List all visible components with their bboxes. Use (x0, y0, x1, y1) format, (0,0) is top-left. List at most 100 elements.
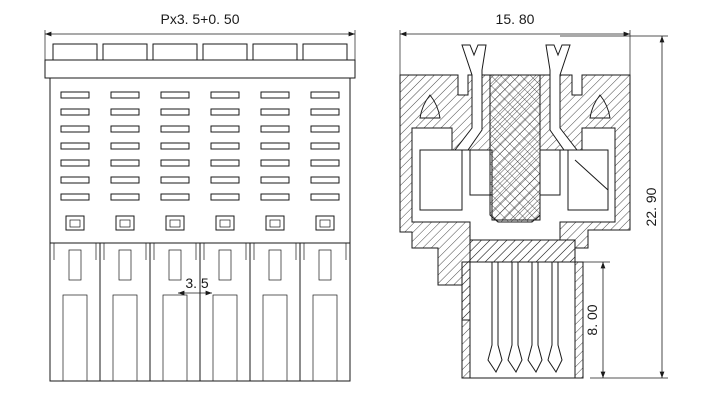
pin-slot-upper (318, 249, 332, 281)
release-window (115, 215, 135, 231)
release-window-inner (69, 219, 81, 228)
pin-slot-lower (112, 294, 138, 382)
vent-slot (160, 176, 190, 184)
width-label: 15. 80 (496, 11, 535, 27)
pin-length-label: 8. 00 (584, 304, 600, 335)
vent-slot (110, 108, 140, 116)
vent-slot (310, 193, 340, 201)
release-window (65, 215, 85, 231)
pin-block-wall-right (574, 261, 584, 379)
left-screw-head (419, 94, 441, 119)
vent-slot (160, 142, 190, 150)
vent-slot (310, 159, 340, 167)
release-window-inner (219, 219, 231, 228)
vent-slot (210, 142, 240, 150)
latch-tab (202, 43, 248, 61)
height-dimension: 22. 90 (560, 35, 668, 379)
vent-slot (110, 125, 140, 133)
vent-slot (310, 125, 340, 133)
pin-length-dimension: 8. 00 (580, 261, 610, 378)
vent-slot (60, 91, 90, 99)
release-window-inner (269, 219, 281, 228)
contact-pin (527, 262, 543, 373)
vent-slot (260, 142, 290, 150)
vent-slot (160, 159, 190, 167)
vent-slot (210, 108, 240, 116)
right-screw-head (589, 94, 611, 119)
vent-slot (260, 91, 290, 99)
vent-slot (260, 159, 290, 167)
vent-slot (60, 193, 90, 201)
pin-slot-upper (118, 249, 132, 281)
vent-slot (60, 159, 90, 167)
vent-slot (210, 91, 240, 99)
latch-tab (102, 43, 148, 61)
pitch-label: 3. 5 (185, 275, 209, 291)
vent-slot (260, 125, 290, 133)
release-windows (65, 215, 335, 231)
vent-slot (260, 176, 290, 184)
vent-slot (60, 142, 90, 150)
latch-tab (152, 43, 198, 61)
pitch-total-dimension: Px3. 5+0. 50 (44, 11, 356, 75)
pin-block-wall-left (461, 261, 471, 379)
height-label: 22. 90 (643, 187, 659, 226)
pitch-dimension: 3. 5 (178, 275, 212, 296)
release-window (215, 215, 235, 231)
left-pocket (419, 149, 463, 211)
pin-slot-upper (68, 249, 82, 281)
right-contact (540, 150, 561, 196)
vent-slot (210, 193, 240, 201)
vent-slot (310, 91, 340, 99)
vent-slot (160, 91, 190, 99)
vent-slot (110, 159, 140, 167)
pin-slot-upper (218, 249, 232, 281)
top-latch-tabs (52, 43, 348, 61)
latch-tab (302, 43, 348, 61)
top-rail (44, 59, 356, 79)
vent-slot (310, 176, 340, 184)
release-window (265, 215, 285, 231)
vent-slot (210, 176, 240, 184)
pin-slot-upper (168, 249, 182, 281)
width-dimension: 15. 80 (399, 11, 631, 75)
vent-slots (60, 91, 340, 201)
release-window-inner (169, 219, 181, 228)
pin-slot-lower (212, 294, 238, 382)
pitch-total-label: Px3. 5+0. 50 (160, 11, 239, 27)
vent-slot (60, 176, 90, 184)
vent-slot (160, 108, 190, 116)
left-spring-clip (453, 44, 487, 151)
pin-base-section (469, 239, 576, 263)
contact-pin (547, 262, 563, 373)
left-contact (469, 150, 492, 196)
vent-slot (310, 108, 340, 116)
vent-slot (210, 159, 240, 167)
contact-pin (507, 262, 523, 373)
right-lever (574, 159, 609, 191)
release-window (165, 215, 185, 231)
pin-slot-lower (162, 294, 188, 382)
release-window-inner (319, 219, 331, 228)
contact-pins (487, 262, 563, 373)
pin-slot-lower (62, 294, 88, 382)
vent-slot (60, 108, 90, 116)
vent-slot (260, 193, 290, 201)
vent-slot (160, 193, 190, 201)
pin-block (469, 261, 576, 379)
vent-slot (110, 91, 140, 99)
front-view: Px3. 5+0. 50 3. 5 (44, 11, 356, 382)
contact-pin (487, 262, 503, 373)
pin-slot-lower (312, 294, 338, 382)
pin-channels (49, 243, 347, 382)
latch-tab (52, 43, 98, 61)
side-section-view: 15. 80 22. 90 8. 00 (399, 11, 668, 379)
vent-slot (60, 125, 90, 133)
release-window-inner (119, 219, 131, 228)
vent-slot (260, 108, 290, 116)
vent-slot (110, 176, 140, 184)
center-insulator (489, 74, 541, 223)
vent-slot (110, 193, 140, 201)
inner-cavity (411, 127, 616, 241)
